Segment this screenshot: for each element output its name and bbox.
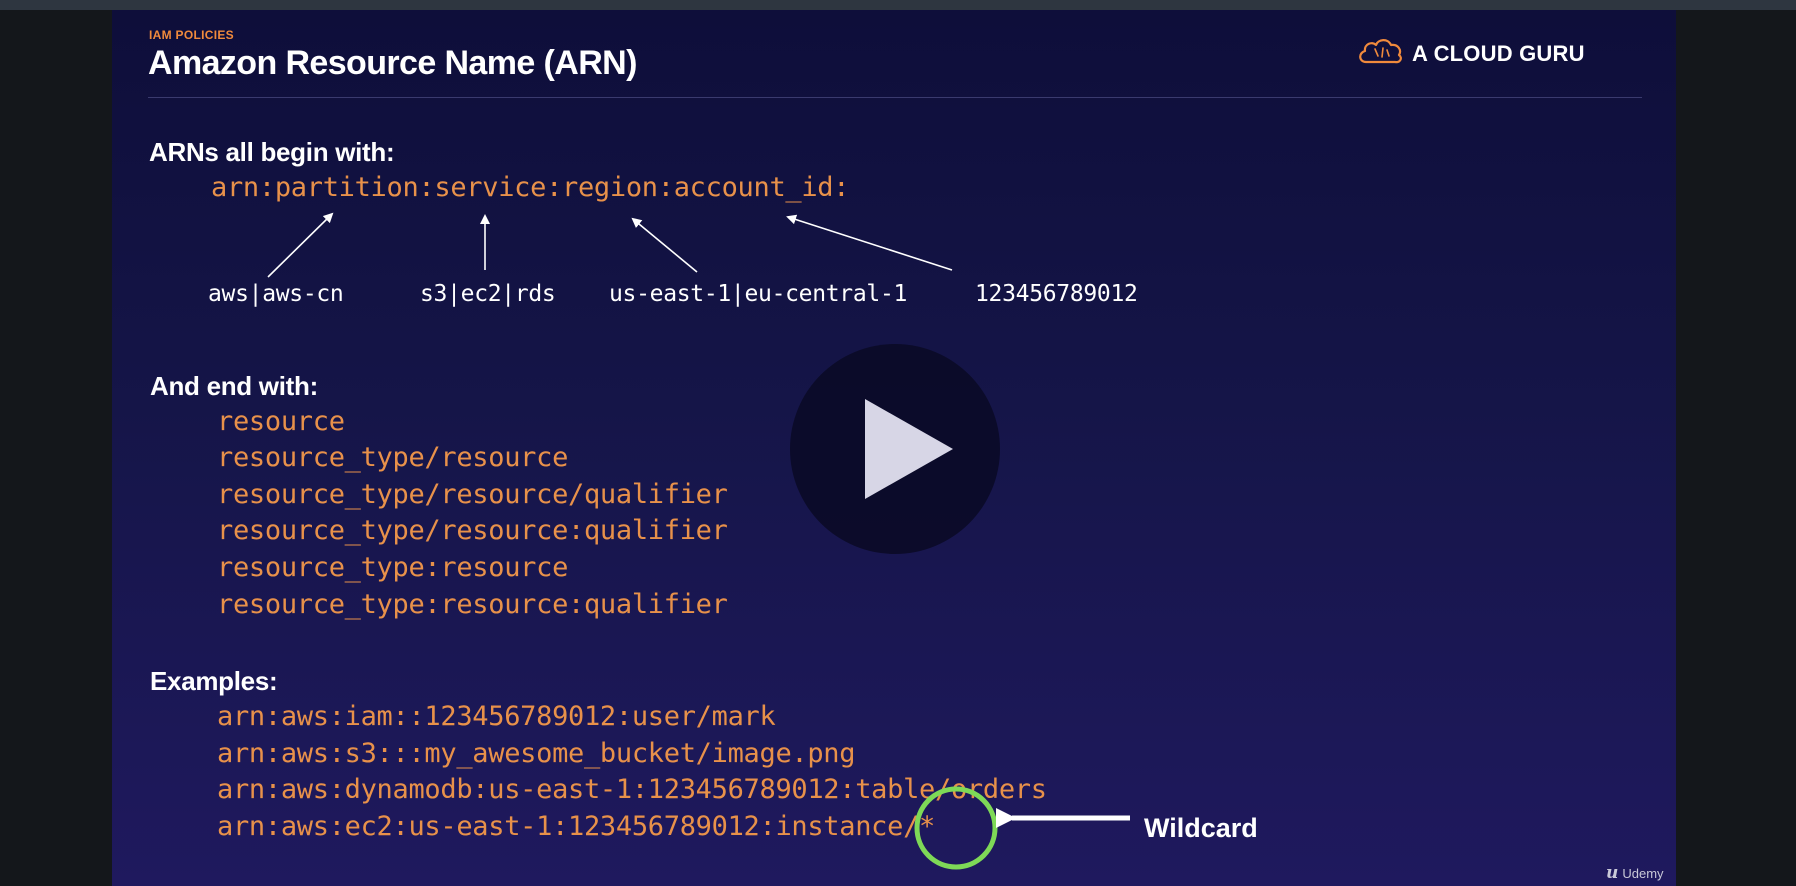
begin-heading: ARNs all begin with:: [149, 137, 395, 167]
ending-line: resource_type/resource: [217, 442, 569, 473]
end-heading: And end with:: [150, 371, 318, 401]
cloud-icon: [1356, 36, 1404, 71]
wildcard-callout: Wildcard: [1144, 813, 1258, 843]
partition-values: aws|aws-cn: [208, 281, 344, 307]
brand-logo: A CLOUD GURU: [1356, 36, 1585, 71]
partition-arrow: [267, 212, 334, 278]
account-id-value: 123456789012: [975, 281, 1138, 307]
title-divider: [148, 97, 1642, 98]
video-slide[interactable]: IAM POLICIES Amazon Resource Name (ARN) …: [112, 10, 1676, 886]
ending-line: resource_type/resource:qualifier: [217, 515, 728, 546]
ending-line: resource_type:resource: [217, 552, 569, 583]
service-values: s3|ec2|rds: [420, 281, 556, 307]
udemy-watermark: u Udemy: [1606, 863, 1664, 883]
brand-name: A CLOUD GURU: [1412, 40, 1585, 66]
region-arrow: [631, 217, 698, 273]
wildcard-highlight-circle: [914, 786, 998, 870]
slide-eyebrow: IAM POLICIES: [149, 28, 234, 42]
example-line: arn:aws:ec2:us-east-1:123456789012:insta…: [217, 811, 935, 842]
account-arrow: [786, 214, 953, 271]
example-line: arn:aws:iam::123456789012:user/mark: [217, 701, 776, 732]
slide-title: Amazon Resource Name (ARN): [148, 44, 637, 82]
examples-heading: Examples:: [150, 666, 278, 696]
browser-top-bar: [0, 0, 1796, 10]
arn-pattern: arn:partition:service:region:account_id:: [211, 172, 850, 203]
ending-line: resource_type:resource:qualifier: [217, 589, 728, 620]
ending-line: resource_type/resource/qualifier: [217, 479, 728, 510]
example-line: arn:aws:dynamodb:us-east-1:123456789012:…: [217, 774, 1047, 805]
letterbox-left: [0, 10, 112, 886]
example-line: arn:aws:s3:::my_awesome_bucket/image.png: [217, 738, 856, 769]
ending-line: resource: [217, 406, 345, 437]
annotation-overlay: [267, 212, 1130, 870]
play-icon: [865, 399, 953, 499]
udemy-text: Udemy: [1622, 865, 1664, 881]
udemy-logo-icon: u: [1606, 863, 1619, 883]
letterbox-right: [1676, 10, 1796, 886]
region-values: us-east-1|eu-central-1: [609, 281, 908, 307]
play-button[interactable]: [790, 344, 1000, 554]
